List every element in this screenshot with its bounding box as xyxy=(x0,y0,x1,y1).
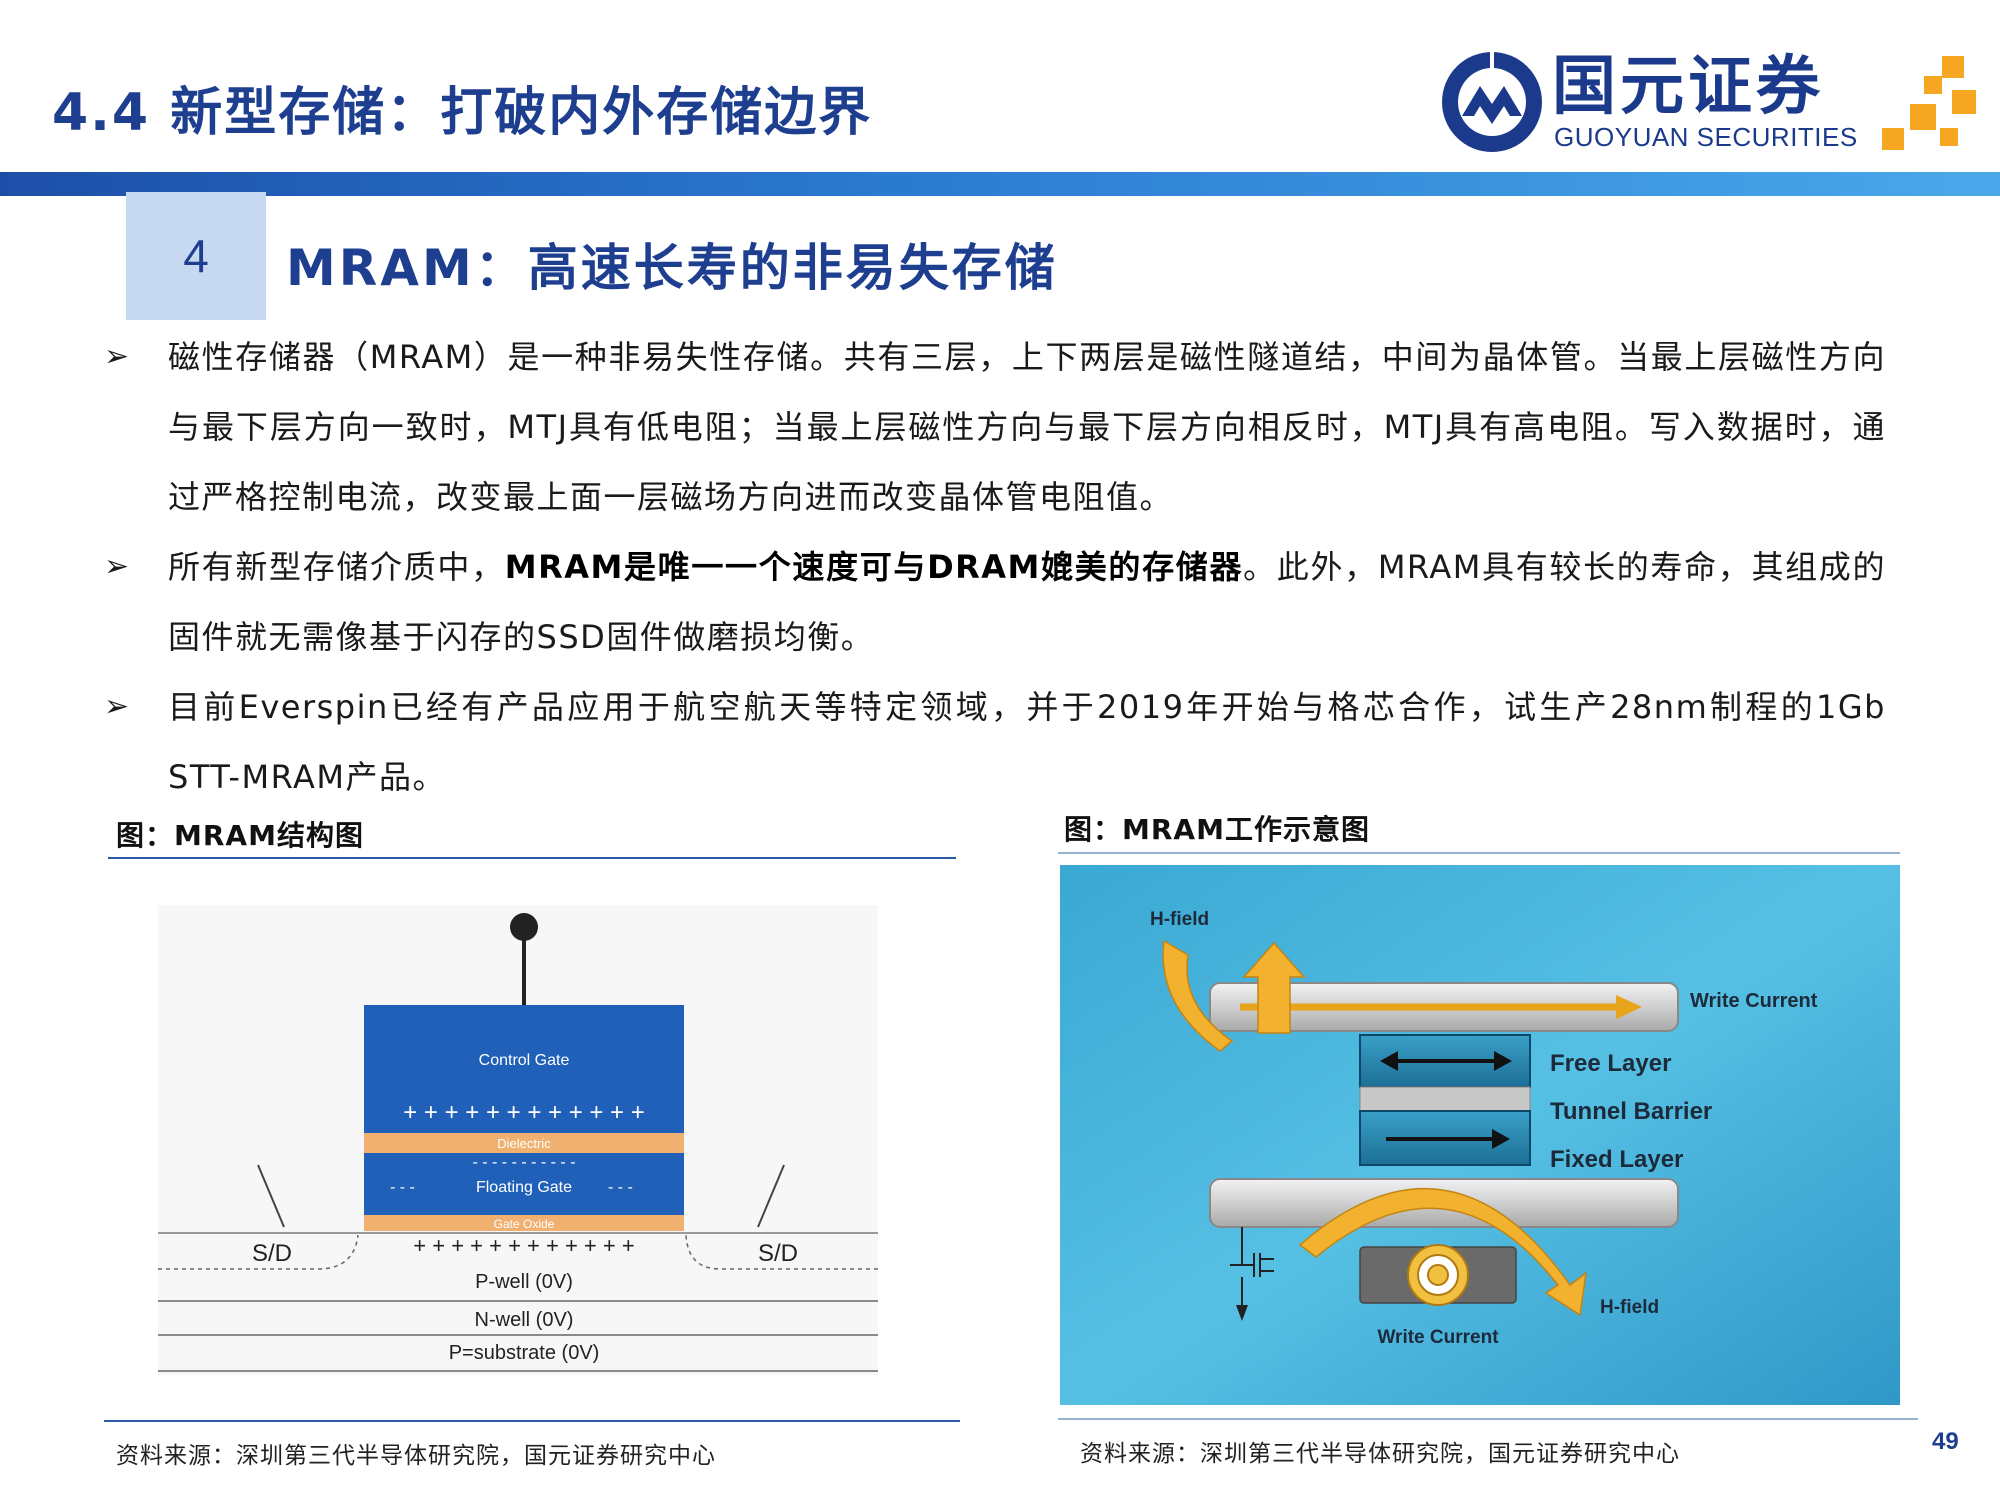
page-number: 49 xyxy=(1932,1428,1959,1455)
figure-left-caption: 图：MRAM结构图 xyxy=(116,819,364,852)
plus-charges-top: + + + + + + + + + + + + xyxy=(403,1099,645,1126)
figure-right-source: 资料来源：深圳第三代半导体研究院，国元证券研究中心 xyxy=(1080,1441,1680,1467)
control-gate-label: Control Gate xyxy=(479,1052,570,1069)
bullet-text: 目前Everspin已经有产品应用于航空航天等特定领域，并于2019年开始与格芯… xyxy=(168,688,1886,796)
tunnel-barrier-label: Tunnel Barrier xyxy=(1550,1098,1712,1125)
mram-operation-diagram: H-field Write Current Free Layer Tunnel … xyxy=(1060,865,1900,1405)
write-current-top-label: Write Current xyxy=(1690,990,1818,1012)
fixed-layer-label: Fixed Layer xyxy=(1550,1146,1683,1173)
figure-left-source: 资料来源：深圳第三代半导体研究院，国元证券研究中心 xyxy=(116,1443,716,1469)
p-well-label: P-well (0V) xyxy=(475,1271,573,1293)
section-number-box: 4 xyxy=(126,192,266,320)
figure-right-divider xyxy=(1058,852,1900,854)
source-drain-right-label: S/D xyxy=(758,1240,798,1267)
bullet-item: ➢ 所有新型存储介质中，MRAM是唯一一个速度可与DRAM媲美的存储器。此外，M… xyxy=(96,532,1886,672)
floating-gate-label: Floating Gate xyxy=(476,1179,572,1196)
bullet-item: ➢ 磁性存储器（MRAM）是一种非易失性存储。共有三层，上下两层是磁性隧道结，中… xyxy=(96,322,1886,532)
dielectric-label: Dielectric xyxy=(497,1136,551,1151)
figure-right-caption: 图：MRAM工作示意图 xyxy=(1064,813,1370,846)
gate-oxide-label: Gate Oxide xyxy=(494,1217,555,1231)
logo-name-en: GUOYUAN SECURITIES xyxy=(1554,122,1858,152)
substrate-label: P=substrate (0V) xyxy=(449,1342,600,1364)
logo-name-cn: 国元证券 xyxy=(1552,50,1824,124)
source-drain-left-label: S/D xyxy=(252,1240,292,1267)
bullet-text-bold: MRAM是唯一一个速度可与DRAM媲美的存储器 xyxy=(504,548,1244,586)
section-number: 4 xyxy=(183,230,209,282)
figure-right-bottom-divider xyxy=(1058,1418,1918,1420)
arrow-bullet-icon: ➢ xyxy=(104,689,131,724)
figure-left-bottom-divider xyxy=(104,1420,960,1422)
logo-emblem-icon xyxy=(1442,52,1542,152)
n-well-label: N-well (0V) xyxy=(475,1309,574,1331)
bullet-list: ➢ 磁性存储器（MRAM）是一种非易失性存储。共有三层，上下两层是磁性隧道结，中… xyxy=(96,322,1886,812)
mram-structure-diagram: Control Gate + + + + + + + + + + + + Die… xyxy=(158,905,878,1375)
bullet-text-post: 。此外，MRAM具有较长的寿命，其组成的固件就无需像基于闪存的SSD固件做磨损均… xyxy=(168,548,1886,656)
bullet-item: ➢ 目前Everspin已经有产品应用于航空航天等特定领域，并于2019年开始与… xyxy=(96,672,1886,812)
figure-left-divider xyxy=(108,857,956,859)
floating-gate-dashes-right: - - - xyxy=(608,1179,633,1196)
h-field-bottom-label: H-field xyxy=(1600,1297,1659,1318)
arrow-bullet-icon: ➢ xyxy=(104,339,131,374)
bullet-text: 磁性存储器（MRAM）是一种非易失性存储。共有三层，上下两层是磁性隧道结，中间为… xyxy=(168,338,1886,516)
arrow-bullet-icon: ➢ xyxy=(104,549,131,584)
plus-charges-bottom: + + + + + + + + + + + + xyxy=(413,1233,634,1258)
floating-gate-dashes-top: - - - - - - - - - - - xyxy=(472,1154,575,1171)
company-logo: 国元证券 GUOYUAN SECURITIES xyxy=(1440,50,1980,160)
header-bar xyxy=(0,172,2000,196)
slide-title: 4.4 新型存储：打破内外存储边界 xyxy=(52,83,873,143)
bullet-text-pre: 所有新型存储介质中， xyxy=(168,548,505,586)
logo-squares-icon xyxy=(1882,56,1976,150)
h-field-top-label: H-field xyxy=(1150,909,1209,930)
free-layer-label: Free Layer xyxy=(1550,1050,1671,1077)
write-current-bottom-label: Write Current xyxy=(1377,1327,1499,1348)
floating-gate-dashes-left: - - - xyxy=(390,1179,415,1196)
section-title: MRAM：高速长寿的非易失存储 xyxy=(286,239,1058,297)
